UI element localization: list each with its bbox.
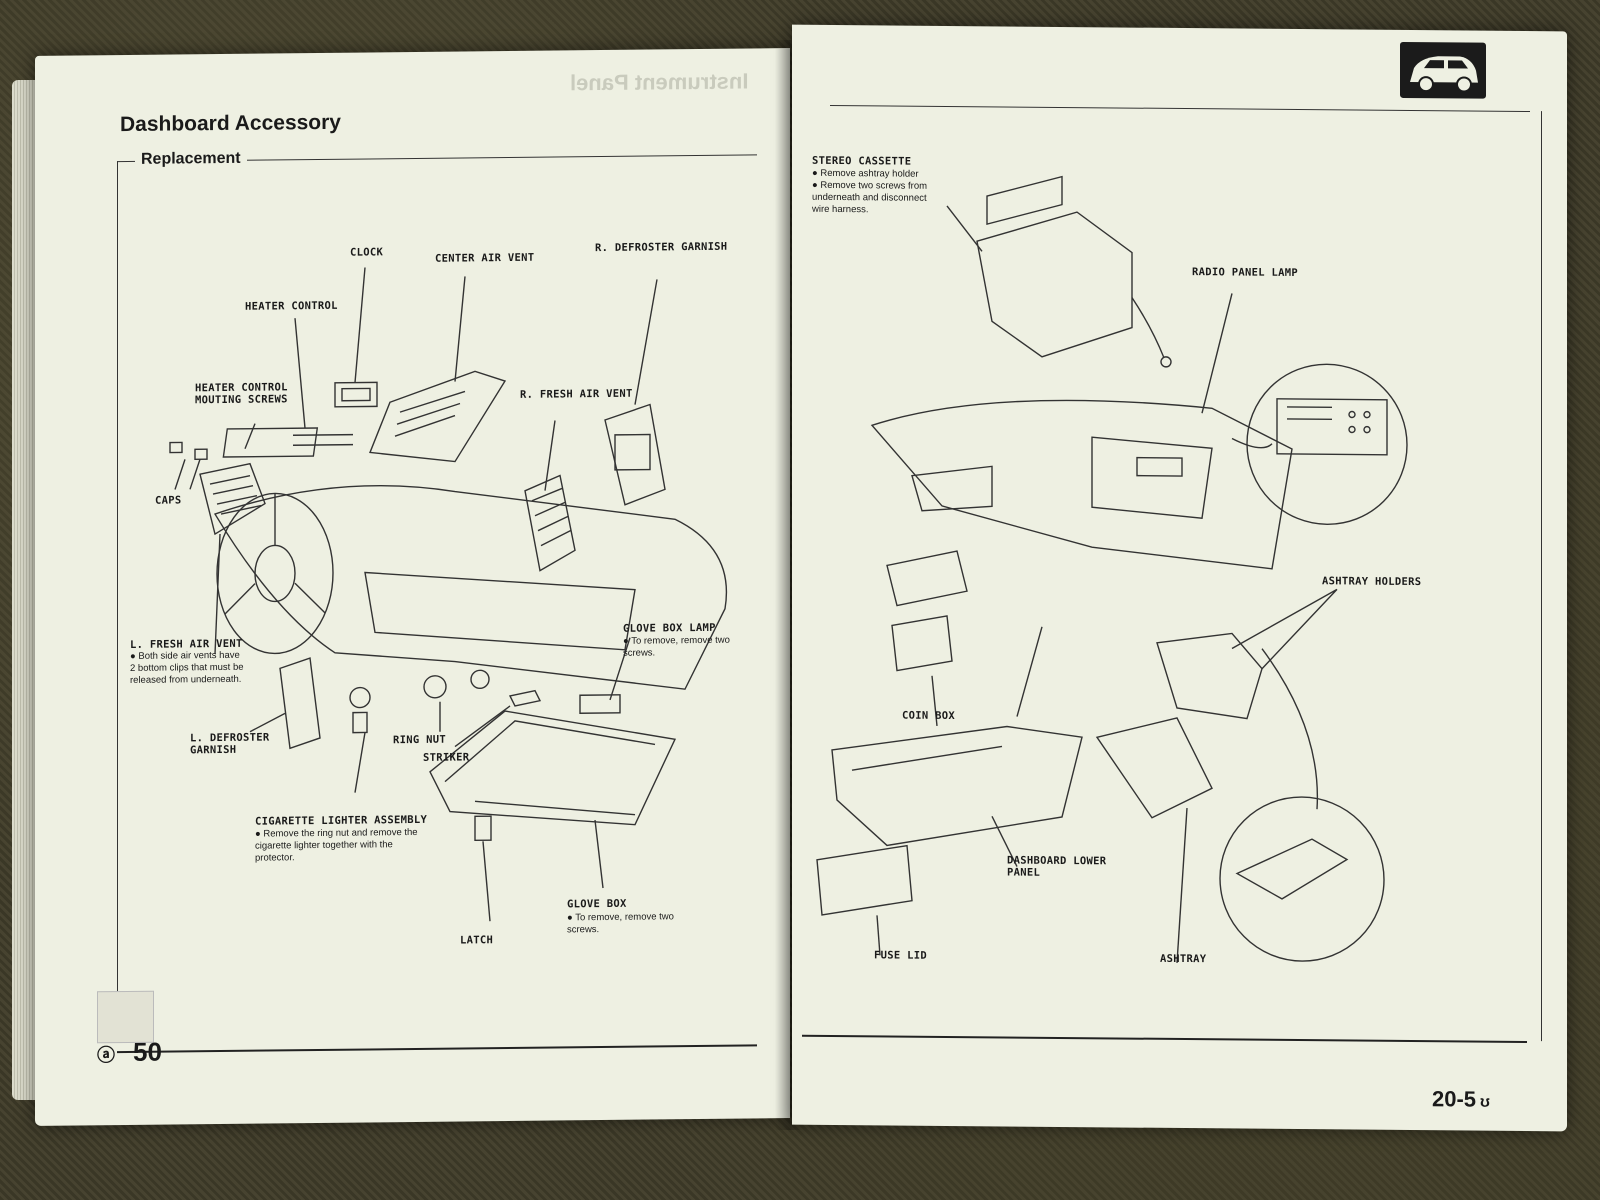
label-ashtray: ASHTRAY <box>1160 952 1207 966</box>
dashboard-exploded-diagram <box>169 267 728 922</box>
note-glove-box-lamp: ● To remove, remove two screws. <box>623 634 730 659</box>
console-exploded-diagram <box>816 175 1408 964</box>
label-heater-control-screws: HEATER CONTROL MOUTING SCREWS <box>195 381 288 407</box>
label-radio-panel-lamp: RADIO PANEL LAMP <box>1192 266 1298 280</box>
label-r-defroster-garnish: R. DEFROSTER GARNISH <box>595 240 728 255</box>
label-r-fresh-air-vent: R. FRESH AIR VENT <box>520 387 633 401</box>
label-clock: CLOCK <box>350 246 384 259</box>
label-center-air-vent: CENTER AIR VENT <box>435 251 535 265</box>
label-latch: LATCH <box>460 934 494 947</box>
note-stereo-cassette: ● Remove ashtray holder ● Remove two scr… <box>812 167 928 216</box>
note-cigarette-lighter: ● Remove the ring nut and remove the cig… <box>255 826 418 864</box>
label-fuse-lid: FUSE LID <box>874 949 927 962</box>
label-glove-box-lamp: GLOVE BOX LAMP <box>623 621 716 635</box>
label-ring-nut: RING NUT <box>393 733 446 747</box>
label-caps: CAPS <box>155 494 182 507</box>
label-l-defroster-garnish: L. DEFROSTER GARNISH <box>190 731 270 757</box>
left-page: Instrument Panel Dashboard Accessory Rep… <box>35 48 790 1126</box>
section-tab-car-icon <box>1400 41 1486 99</box>
label-cigarette-lighter: CIGARETTE LIGHTER ASSEMBLY <box>255 813 428 828</box>
label-stereo-cassette: STEREO CASSETTE <box>812 154 912 168</box>
note-glove-box: ● To remove, remove two screws. <box>567 911 674 936</box>
label-ashtray-holders: ASHTRAY HOLDERS <box>1322 575 1422 589</box>
label-dashboard-lower-panel: DASHBOARD LOWER PANEL <box>1007 854 1107 879</box>
note-l-fresh-air-vent: ● Both side air vents have 2 bottom clip… <box>130 649 244 686</box>
car-icon <box>1410 56 1478 93</box>
label-glove-box: GLOVE BOX <box>567 897 627 911</box>
label-coin-box: COIN BOX <box>902 709 955 723</box>
label-striker: STRIKER <box>423 751 470 764</box>
label-heater-control: HEATER CONTROL <box>245 299 338 313</box>
